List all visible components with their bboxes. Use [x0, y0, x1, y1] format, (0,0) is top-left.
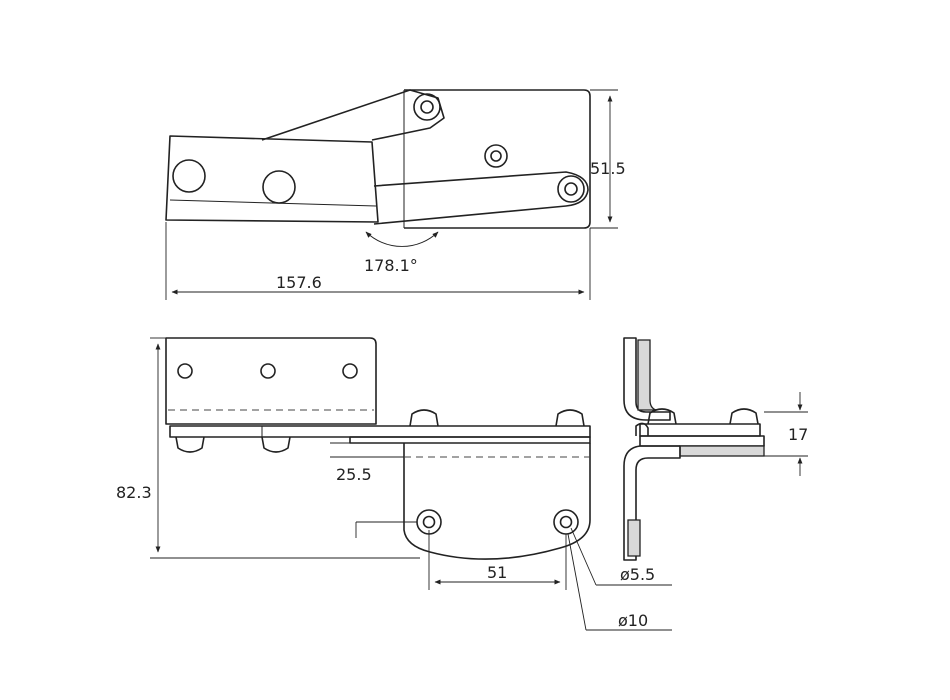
right-plate: [404, 89, 591, 229]
left-plate-hole-2: [262, 170, 296, 204]
angle-label: 178.1°: [364, 256, 418, 275]
top-view: 51.5 157.6 178.1°: [165, 89, 626, 300]
total-length-label: 157.6: [276, 273, 322, 292]
overall-height-label: 82.3: [116, 483, 152, 502]
small-hole-label: ø5.5: [620, 565, 655, 584]
lower-arm: [373, 171, 589, 225]
offset-label: 25.5: [336, 465, 372, 484]
lower-plate-hole-2: [553, 509, 579, 535]
front-lower-plate: [403, 443, 591, 560]
front-plate-hole-1: [177, 363, 193, 379]
side-plate-lower: [639, 435, 765, 447]
thickness-label: 17: [788, 425, 808, 444]
side-view: 17: [623, 337, 808, 561]
hole-spacing-label: 51: [487, 563, 507, 582]
front-plate-hole-3: [342, 363, 358, 379]
height-top-label: 51.5: [590, 159, 626, 178]
side-upper-bracket: [623, 337, 671, 421]
side-plate-upper: [639, 423, 761, 437]
front-bar-lower: [349, 436, 591, 444]
lower-pivot-rivet: [557, 175, 585, 203]
center-rivet: [484, 144, 508, 168]
front-left-plate: [165, 337, 377, 425]
front-bar-upper: [169, 425, 591, 438]
side-lower-bracket: [623, 445, 681, 561]
left-plate-hole-1: [172, 159, 206, 193]
front-plate-hole-2: [260, 363, 276, 379]
left-plate: [165, 135, 379, 223]
front-view: 82.3 25.5 51 ø5.5 ø10: [116, 337, 672, 631]
large-hole-label: ø10: [618, 611, 648, 630]
upper-arm: [261, 89, 445, 141]
upper-pivot-rivet: [413, 93, 441, 121]
